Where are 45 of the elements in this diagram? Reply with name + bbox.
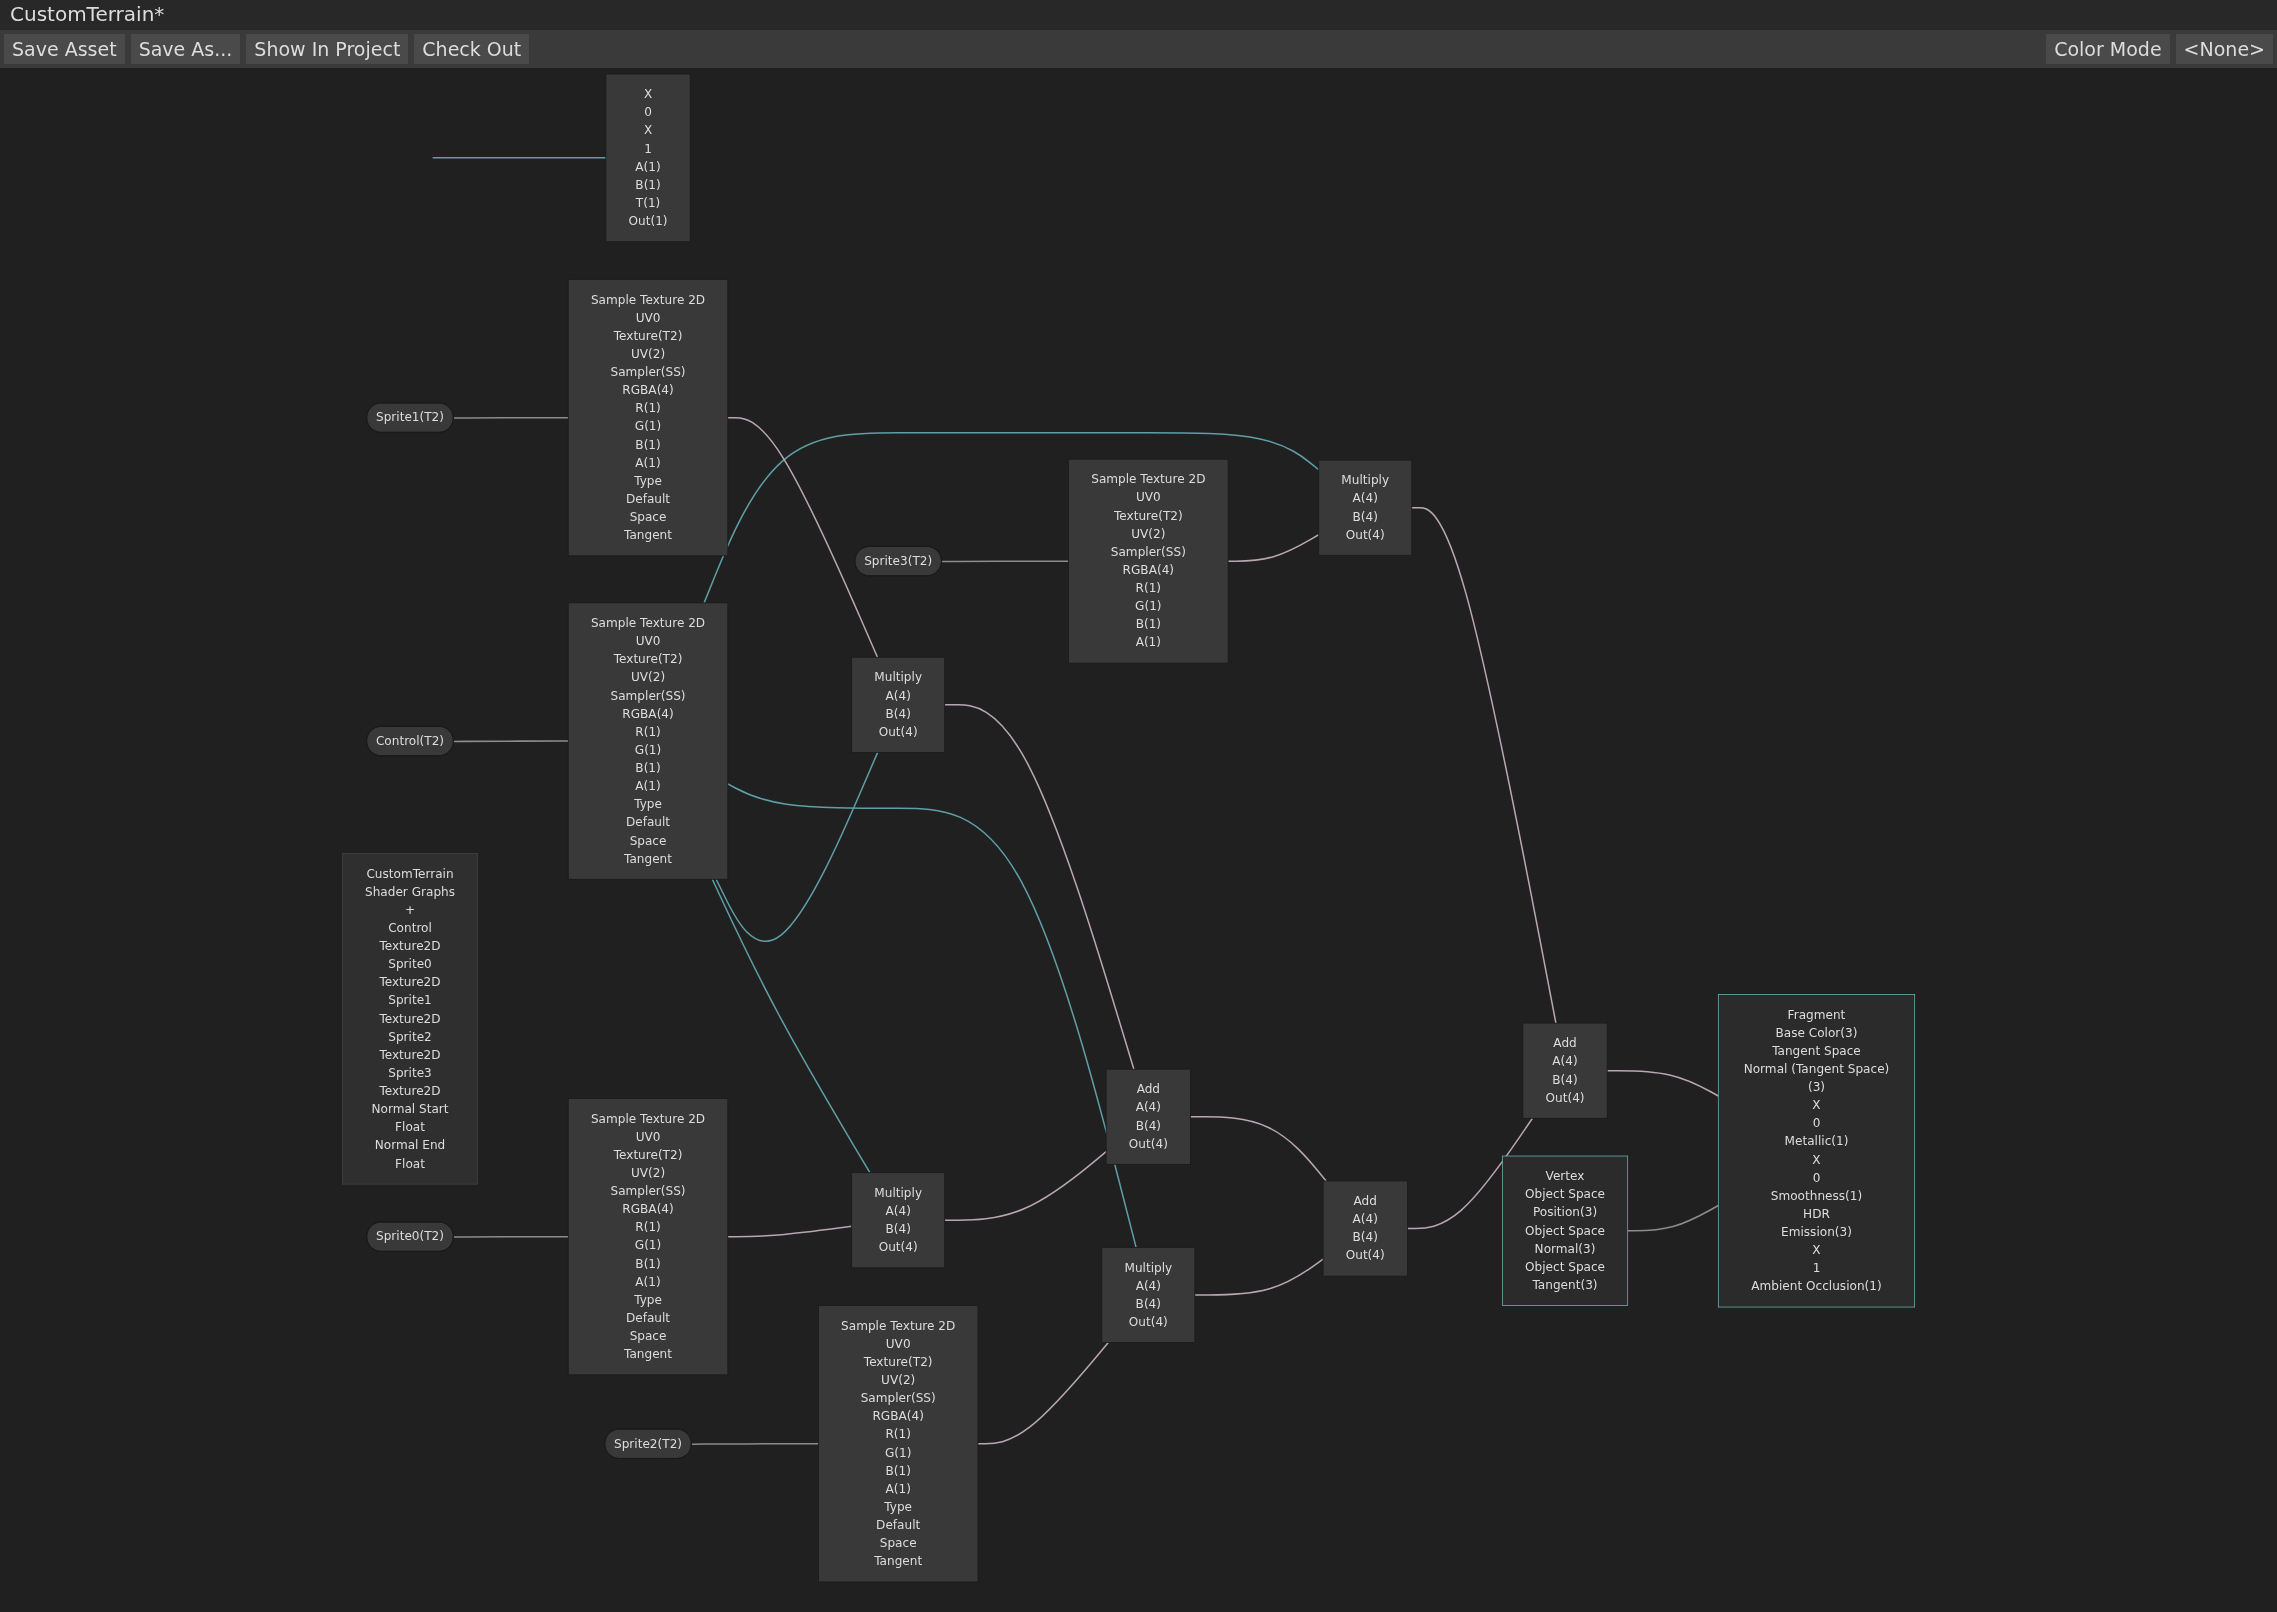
- connector: [691, 1443, 820, 1445]
- connector: [1227, 534, 1320, 562]
- connector: [941, 560, 1070, 563]
- node-box: Multiply A(4) B(4) Out(4): [1101, 1247, 1196, 1343]
- connector: [943, 704, 1135, 1070]
- node-box: CustomTerrain Shader Graphs + Control Texture2D Sprite0 Texture2D Sprite1 Texture2D Sprite2 Texture2D Sprite3 Texture2D Normal Start Float Normal End Float: [341, 853, 479, 1185]
- toolbar-button: Show In Project: [246, 34, 409, 64]
- connector: [977, 1341, 1110, 1445]
- connector: [703, 432, 1320, 604]
- connector: [1626, 1204, 1720, 1232]
- connector: [727, 416, 879, 658]
- connector: [1194, 1258, 1324, 1296]
- connector: [715, 751, 879, 942]
- connector: [452, 1235, 570, 1238]
- connector: [1606, 1069, 1720, 1097]
- node-box: Add A(4) B(4) Out(4): [1522, 1022, 1608, 1119]
- connector: [431, 157, 607, 159]
- node-box: Fragment Base Color(3) Tangent Space Normal (Tangent Space)(3) X 0 Metallic(1) X 0 Smoothness(1) HDR Emission(3) X 1 Ambient Occlusion(1): [1717, 994, 1916, 1308]
- connector: [711, 878, 871, 1174]
- node-box: Sample Texture 2D UV0 Texture(T2) UV(2) Sampler(SS) RGBA(4) R(1) G(1) B(1) A(1) Type Default Space Tangent: [567, 279, 729, 557]
- node-box: Sample Texture 2D UV0 Texture(T2) UV(2) Sampler(SS) RGBA(4) R(1) G(1) B(1) A(1) Type Default Space Tangent: [818, 1305, 979, 1583]
- node-box: Sample Texture 2D UV0 Texture(T2) UV(2) Sampler(SS) RGBA(4) R(1) G(1) B(1) A(1) Type Default Space Tangent: [567, 602, 729, 880]
- toolbar-button: Save Asset: [4, 34, 125, 64]
- dropdown-field: <None>: [2175, 34, 2273, 64]
- node-box: Sample Texture 2D UV0 Texture(T2) UV(2) Sampler(SS) RGBA(4) R(1) G(1) B(1) A(1): [1068, 458, 1229, 664]
- connector: [1411, 506, 1557, 1024]
- node-box: Add A(4) B(4) Out(4): [1105, 1068, 1191, 1165]
- node-box: Multiply A(4) B(4) Out(4): [851, 656, 946, 753]
- connector: [452, 416, 570, 419]
- node-box: Vertex Object Space Position(3) Object Space Normal(3) Object Space Tangent(3): [1501, 1155, 1629, 1306]
- node-box: X 0 X 1 A(1) B(1) T(1) Out(1): [605, 73, 691, 243]
- node-box: Sample Texture 2D UV0 Texture(T2) UV(2) Sampler(SS) RGBA(4) R(1) G(1) B(1) A(1) Type Default Space Tangent: [567, 1098, 729, 1376]
- connector: [1189, 1116, 1327, 1182]
- connector: [1406, 1117, 1534, 1230]
- window-title: CustomTerrain*: [10, 2, 165, 26]
- connector: [727, 783, 1137, 1249]
- toolbar-button: Save As...: [130, 34, 241, 64]
- node-box: Add A(4) B(4) Out(4): [1322, 1180, 1408, 1277]
- connector: [453, 740, 570, 743]
- connector: [727, 1225, 853, 1238]
- connector: [943, 1150, 1107, 1221]
- toolbar-button: Check Out: [414, 34, 530, 64]
- node-box: Multiply A(4) B(4) Out(4): [851, 1172, 946, 1269]
- node-box: Multiply A(4) B(4) Out(4): [1318, 459, 1413, 556]
- dropdown-label: Color Mode: [2046, 34, 2170, 64]
